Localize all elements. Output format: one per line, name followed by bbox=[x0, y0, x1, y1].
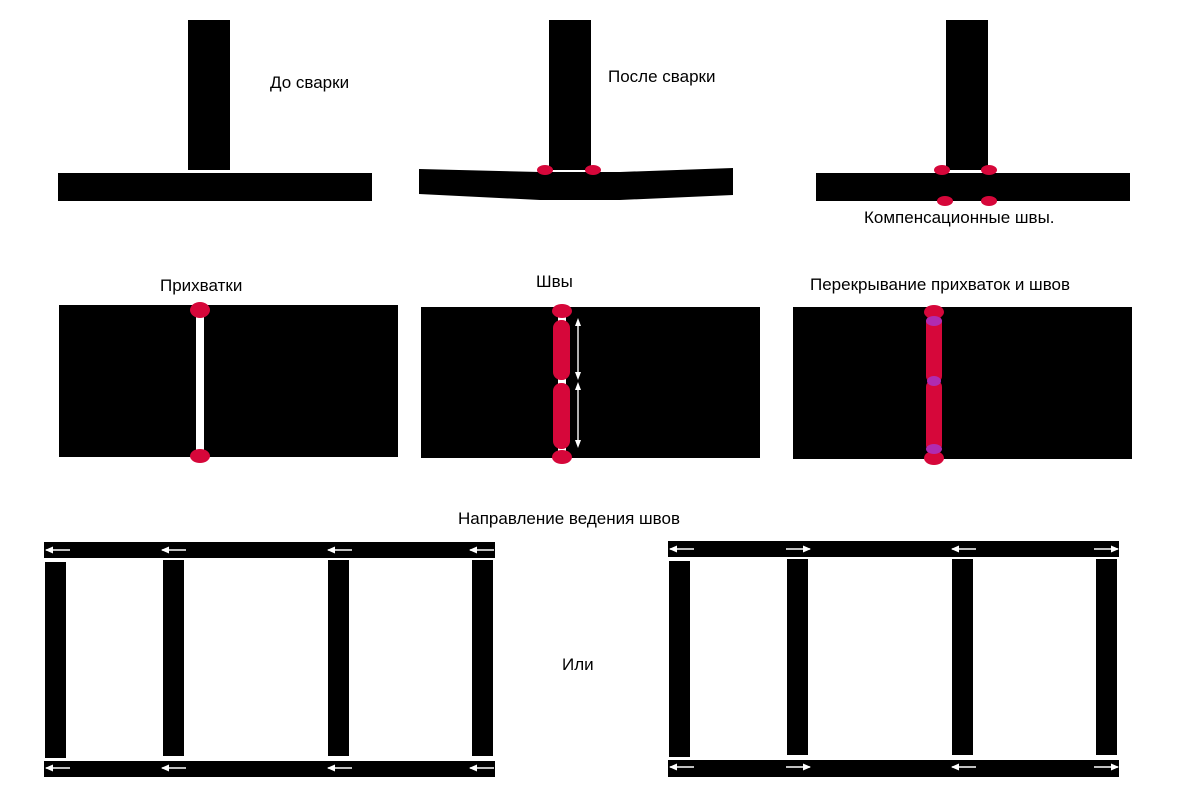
weld-seam-upper bbox=[553, 320, 570, 380]
bottom-bar bbox=[44, 761, 495, 777]
arrow-left-icon bbox=[951, 545, 976, 553]
vertical-post bbox=[472, 560, 493, 756]
top-bar bbox=[668, 541, 1119, 557]
t-joint-base-plate bbox=[58, 173, 372, 201]
t-joint-stem bbox=[946, 20, 988, 170]
frame-right bbox=[668, 541, 1119, 777]
welds-plate bbox=[421, 304, 760, 464]
label-tacks: Прихватки bbox=[160, 276, 243, 295]
label-welds: Швы bbox=[536, 272, 573, 291]
tack-weld bbox=[924, 451, 944, 465]
joint-gap bbox=[196, 310, 204, 455]
vertical-post bbox=[45, 562, 66, 758]
arrow-left-icon bbox=[951, 763, 976, 771]
tacks-plate bbox=[59, 302, 398, 463]
overlap-zone bbox=[927, 376, 941, 386]
weld-direction-arrows bbox=[45, 546, 494, 772]
t-joint-stem bbox=[188, 20, 230, 170]
arrow-left-icon bbox=[469, 764, 494, 772]
vertical-post bbox=[669, 561, 690, 757]
arrow-left-icon bbox=[327, 764, 352, 772]
weld-bead bbox=[934, 165, 950, 175]
arrow-left-icon bbox=[161, 546, 186, 554]
arrow-right-icon bbox=[786, 545, 811, 553]
vertical-post bbox=[787, 559, 808, 755]
tack-weld bbox=[190, 302, 210, 318]
weld-direction-arrows bbox=[669, 545, 1119, 771]
weld-bead bbox=[585, 165, 601, 175]
compensation-weld-bead bbox=[981, 196, 997, 206]
t-joint-after bbox=[419, 20, 733, 200]
arrow-right-icon bbox=[786, 763, 811, 771]
deformed-base-plate bbox=[419, 168, 733, 200]
vertical-post bbox=[952, 559, 973, 755]
label-after-welding: После сварки bbox=[608, 67, 716, 86]
t-joint-before bbox=[58, 20, 372, 201]
weld-direction-arrow-lower bbox=[575, 382, 581, 448]
weld-bead bbox=[537, 165, 553, 175]
tack-weld bbox=[924, 305, 944, 319]
arrow-left-icon bbox=[45, 764, 70, 772]
overlap-zone bbox=[926, 316, 942, 326]
vertical-post bbox=[1096, 559, 1117, 755]
weld-bead bbox=[981, 165, 997, 175]
tack-weld bbox=[552, 450, 572, 464]
label-overlap: Перекрывание прихваток и швов bbox=[810, 275, 1071, 294]
tack-weld bbox=[190, 449, 210, 463]
compensation-weld-bead bbox=[937, 196, 953, 206]
arrow-left-icon bbox=[327, 546, 352, 554]
weld-seam-lower bbox=[926, 380, 942, 452]
tack-weld bbox=[552, 304, 572, 318]
arrow-right-icon bbox=[1094, 763, 1119, 771]
vertical-post bbox=[163, 560, 184, 756]
weld-seam-lower bbox=[553, 383, 570, 449]
plate bbox=[793, 307, 1132, 459]
t-joint-stem bbox=[549, 20, 591, 170]
label-compensation-welds: Компенсационные швы. bbox=[864, 208, 1055, 227]
top-bar bbox=[44, 542, 495, 558]
plate bbox=[59, 305, 398, 457]
t-joint-compensation bbox=[816, 20, 1130, 206]
t-joint-base-plate bbox=[816, 173, 1130, 201]
vertical-post bbox=[328, 560, 349, 756]
arrow-left-icon bbox=[669, 545, 694, 553]
frame-left bbox=[44, 542, 495, 777]
label-direction: Направление ведения швов bbox=[458, 509, 680, 528]
arrow-right-icon bbox=[1094, 545, 1119, 553]
weld-seam-upper bbox=[926, 315, 942, 383]
arrow-left-icon bbox=[161, 764, 186, 772]
arrow-left-icon bbox=[669, 763, 694, 771]
plate bbox=[421, 307, 760, 458]
arrow-left-icon bbox=[45, 546, 70, 554]
arrow-left-icon bbox=[469, 546, 494, 554]
overlap-plate bbox=[793, 305, 1132, 465]
weld-direction-arrow-upper bbox=[575, 318, 581, 380]
overlap-zone bbox=[926, 444, 942, 454]
label-before-welding: До сварки bbox=[270, 73, 350, 92]
label-or: Или bbox=[562, 655, 594, 674]
bottom-bar bbox=[668, 760, 1119, 777]
